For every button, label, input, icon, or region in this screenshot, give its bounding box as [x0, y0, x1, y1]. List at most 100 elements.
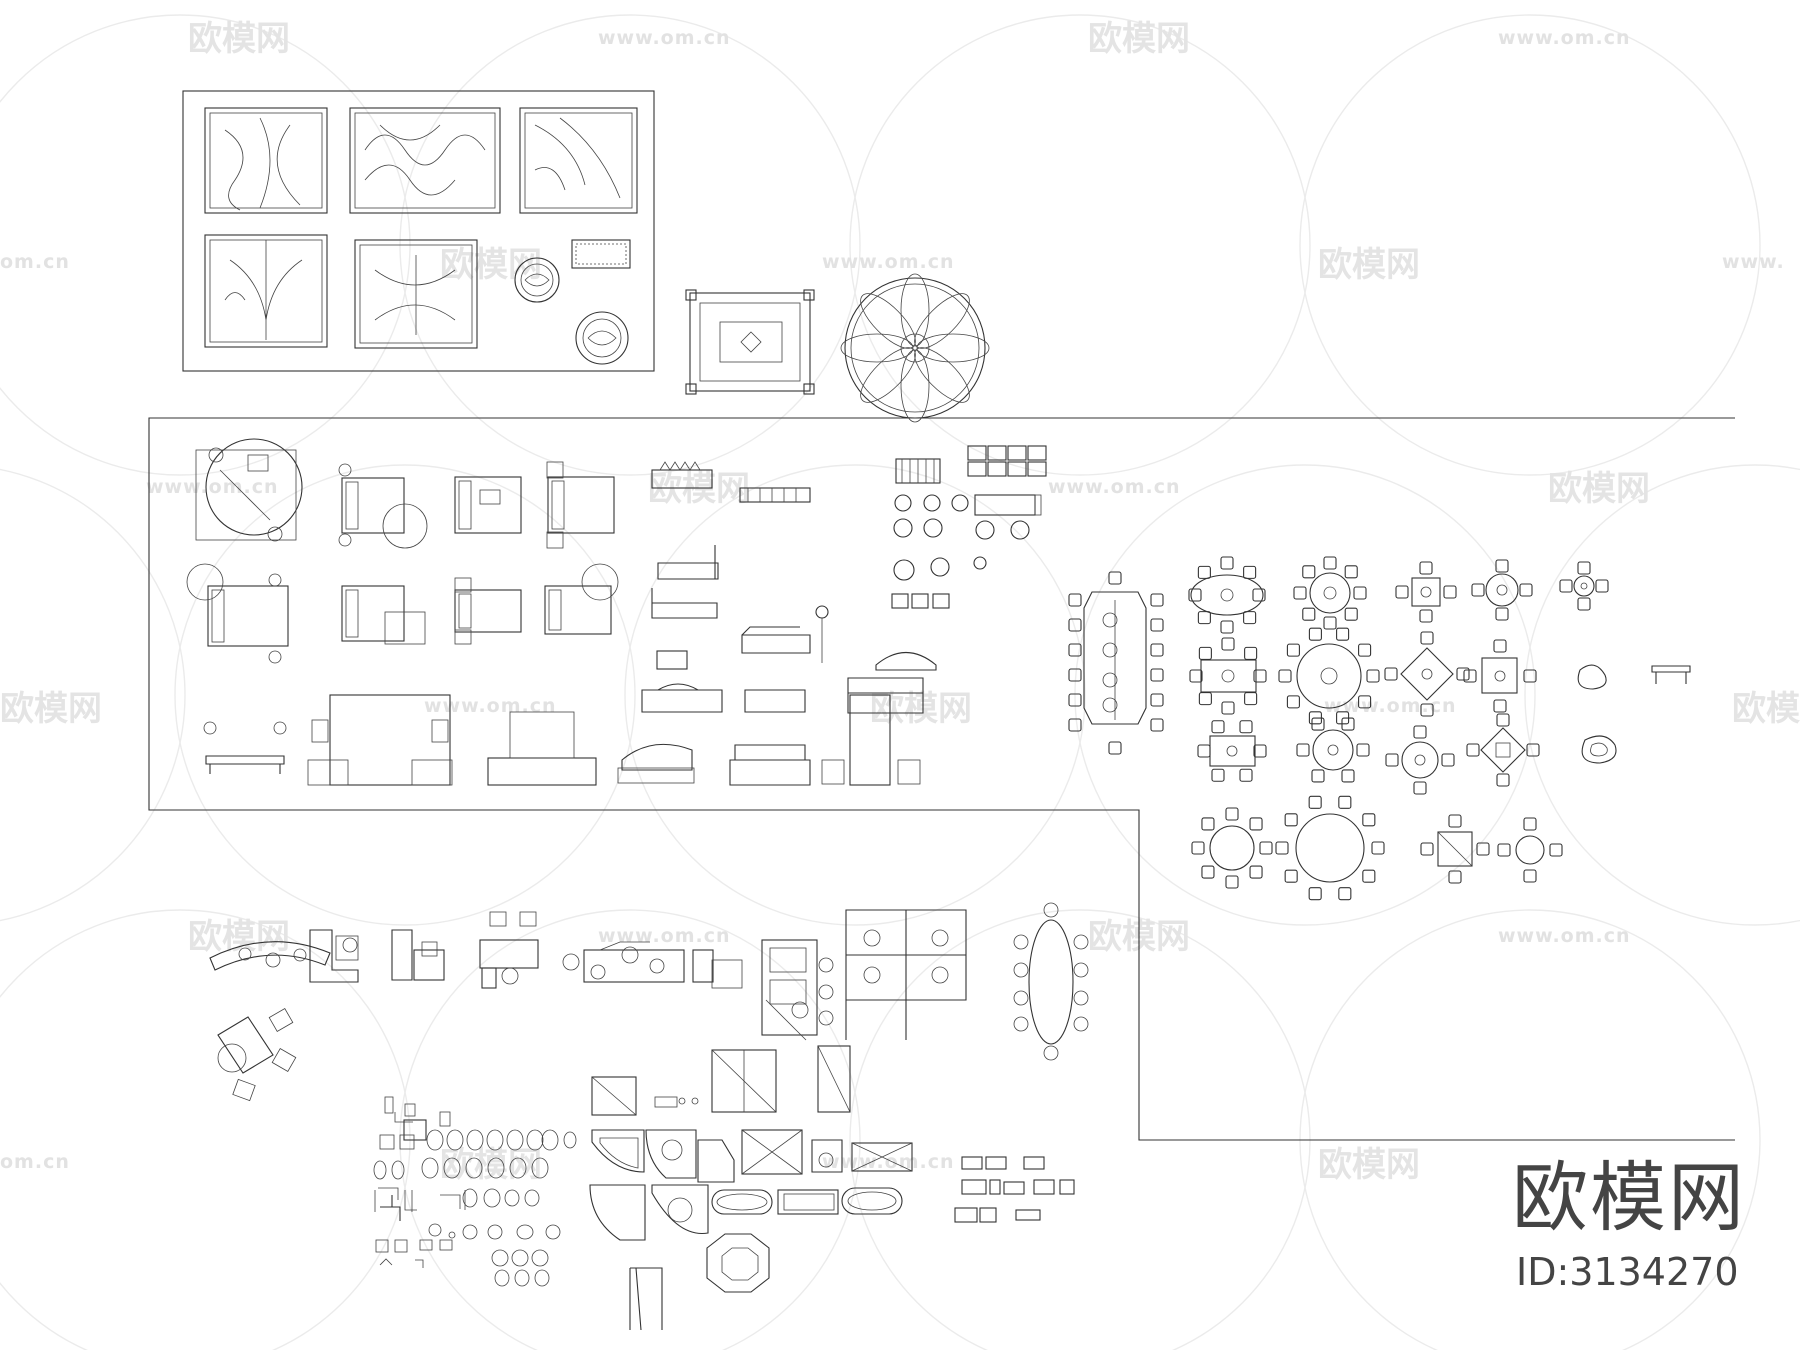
dining-chair — [1466, 743, 1480, 757]
dining-chair — [1249, 817, 1263, 831]
dining-chair — [1197, 611, 1211, 625]
bed-double — [341, 585, 426, 645]
console-table-elevation — [1651, 665, 1691, 684]
watermark-url: www.om.cn — [1498, 27, 1631, 49]
dining-chair — [1441, 753, 1455, 767]
dining-chair — [1201, 817, 1215, 831]
watermark-url: www.om.cn — [598, 27, 731, 49]
dining-chair — [1068, 593, 1082, 607]
dining-chair — [1293, 586, 1307, 600]
kitchen-appliances — [954, 1156, 1075, 1223]
bed-double — [454, 577, 522, 645]
desk-l-shape-grid — [761, 939, 834, 1041]
dining-chair — [1496, 773, 1510, 787]
bathroom-group — [373, 1045, 1075, 1331]
carpet-rug — [519, 107, 638, 214]
dining-chair — [1523, 669, 1537, 683]
watermark-brand: 欧模网 — [440, 245, 542, 285]
dining-chair — [1358, 695, 1372, 709]
bed-double — [338, 463, 428, 549]
watermark-url: www. — [1722, 251, 1785, 273]
watermark-brand: 欧模网 — [0, 689, 102, 729]
dining-chair — [1259, 841, 1273, 855]
dining-chair — [1068, 668, 1082, 682]
dining-chair — [1384, 667, 1398, 681]
dining-chair — [1577, 597, 1591, 611]
conference-table — [1083, 591, 1147, 725]
dining-chair — [1336, 627, 1350, 641]
dining-chair — [1150, 618, 1164, 632]
dining-chair — [1413, 781, 1427, 795]
dining-chair — [1338, 887, 1352, 901]
dining-chair — [1311, 769, 1325, 783]
furniture-section-frame — [148, 417, 1735, 1141]
dining-chair — [1108, 741, 1122, 755]
dining-chair — [1323, 556, 1337, 570]
dining-table-square — [1437, 831, 1473, 867]
workstation-cluster — [562, 941, 685, 983]
watermark-url: www.om.cn — [598, 925, 731, 947]
carpet-round-rug — [575, 311, 629, 365]
bed-elevation-row — [641, 461, 937, 714]
dining-chair — [1341, 717, 1355, 731]
dining-chair — [1252, 588, 1266, 602]
dining-chair — [1244, 646, 1258, 660]
dining-chair — [1239, 720, 1253, 734]
carpet-group — [204, 107, 990, 423]
dining-chair — [1150, 718, 1164, 732]
dining-group — [1068, 556, 1691, 901]
dining-chair — [1496, 713, 1510, 727]
dining-chair — [1221, 637, 1235, 651]
dining-chair — [1371, 841, 1385, 855]
dining-chair — [1225, 875, 1239, 889]
dining-chair — [1493, 639, 1507, 653]
carpet-mat — [571, 239, 631, 269]
dining-chair — [1253, 744, 1267, 758]
brand-logo-text: 欧模网 — [1512, 1153, 1746, 1242]
dining-chair — [1188, 588, 1202, 602]
dining-table-diamond — [1480, 727, 1526, 773]
bed-double — [186, 563, 289, 664]
dining-chair — [1278, 669, 1292, 683]
dining-chair — [1420, 842, 1434, 856]
dining-chair — [1198, 692, 1212, 706]
bathtub-set — [589, 1129, 913, 1331]
carpet-rug — [204, 107, 328, 214]
dining-chair — [1253, 669, 1267, 683]
dining-chair — [1308, 795, 1322, 809]
dining-chair — [1221, 701, 1235, 715]
dining-chair — [1243, 565, 1257, 579]
watermark-url: www.om.cn — [1324, 695, 1457, 717]
dining-chair — [1419, 561, 1433, 575]
dining-chair — [1338, 795, 1352, 809]
carpet-rug — [204, 234, 328, 348]
dining-chair — [1244, 692, 1258, 706]
dining-chair — [1577, 561, 1591, 575]
watermark-brand: 欧模网 — [870, 689, 972, 729]
dining-chair — [1385, 753, 1399, 767]
dining-chair — [1150, 593, 1164, 607]
watermark-url: www.om.cn — [424, 695, 557, 717]
coffee-table-organic — [1581, 735, 1617, 764]
dining-chair — [1275, 841, 1289, 855]
workstation-double — [479, 911, 539, 989]
dining-chair — [1358, 643, 1372, 657]
dining-chair — [1341, 769, 1355, 783]
carpet-rug — [354, 239, 478, 349]
bed-double — [546, 461, 615, 549]
dining-chair — [1286, 695, 1300, 709]
sofa-set-angled — [217, 1008, 297, 1102]
dining-chair — [1456, 667, 1470, 681]
carpet-round-rug — [514, 257, 560, 303]
dining-chair — [1495, 607, 1509, 621]
watermark-brand: 欧模网 — [1088, 19, 1190, 59]
meeting-table-oval — [1013, 902, 1089, 1061]
dining-chair — [1353, 586, 1367, 600]
dining-chair — [1068, 693, 1082, 707]
cafe-table — [1573, 575, 1595, 597]
dining-table-square — [1481, 657, 1518, 694]
dining-chair — [1519, 583, 1533, 597]
dining-chair — [1068, 643, 1082, 657]
dining-chair — [1366, 669, 1380, 683]
